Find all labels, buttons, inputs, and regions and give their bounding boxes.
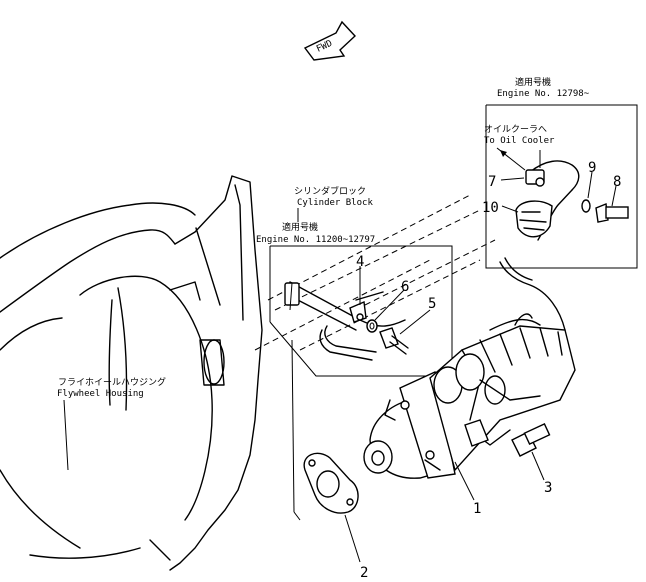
oil-cooler-jp-label: オイルクーラへ [484, 124, 547, 135]
washer-new [581, 199, 591, 213]
eye-joint-old [349, 300, 367, 323]
part-number-1: 1 [473, 501, 481, 517]
part-number-labels: 1 2 3 4 5 6 7 8 9 10 [356, 160, 621, 581]
part-number-4: 4 [356, 254, 364, 270]
applicability-2-en-label: Engine No. 12798~ [497, 89, 590, 99]
part-number-6: 6 [401, 279, 409, 295]
bolt-new [595, 203, 629, 223]
oil-pipe-new [496, 147, 580, 331]
flywheel-housing-jp-label: フライホイールハウジング [58, 376, 166, 388]
oil-cooler-en-label: To Oil Cooler [484, 136, 555, 146]
text-labels: シリンダブロック Cylinder Block 適用号機 Engine No. … [57, 76, 590, 399]
applicability-2-jp-label: 適用号機 [515, 76, 551, 88]
cylinder-block-jp-label: シリンダブロック [294, 185, 366, 197]
starter-motor [363, 313, 576, 479]
washer-old [366, 319, 378, 333]
leader-lines [63, 150, 617, 563]
part-number-8: 8 [613, 174, 621, 190]
applicability-box-2 [485, 104, 638, 269]
gasket [303, 452, 359, 514]
part-number-2: 2 [360, 565, 368, 577]
part-number-5: 5 [428, 296, 436, 312]
bolt-old [379, 327, 409, 355]
part-number-9: 9 [588, 160, 596, 176]
pipe-connector [525, 169, 545, 187]
cylinder-block-en-label: Cylinder Block [297, 198, 373, 208]
mounting-bolt [511, 422, 551, 457]
flywheel-housing-en-label: Flywheel Housing [57, 389, 144, 399]
fwd-arrow-icon: FWD [303, 20, 356, 61]
applicability-1-en-label: Engine No. 11200~12797 [256, 235, 375, 245]
part-number-10: 10 [482, 200, 499, 216]
part-number-7: 7 [488, 174, 496, 190]
flywheel-housing-outline [0, 175, 263, 571]
pipe-clip [515, 200, 553, 238]
part-number-3: 3 [544, 480, 552, 496]
applicability-1-jp-label: 適用号機 [282, 221, 318, 233]
